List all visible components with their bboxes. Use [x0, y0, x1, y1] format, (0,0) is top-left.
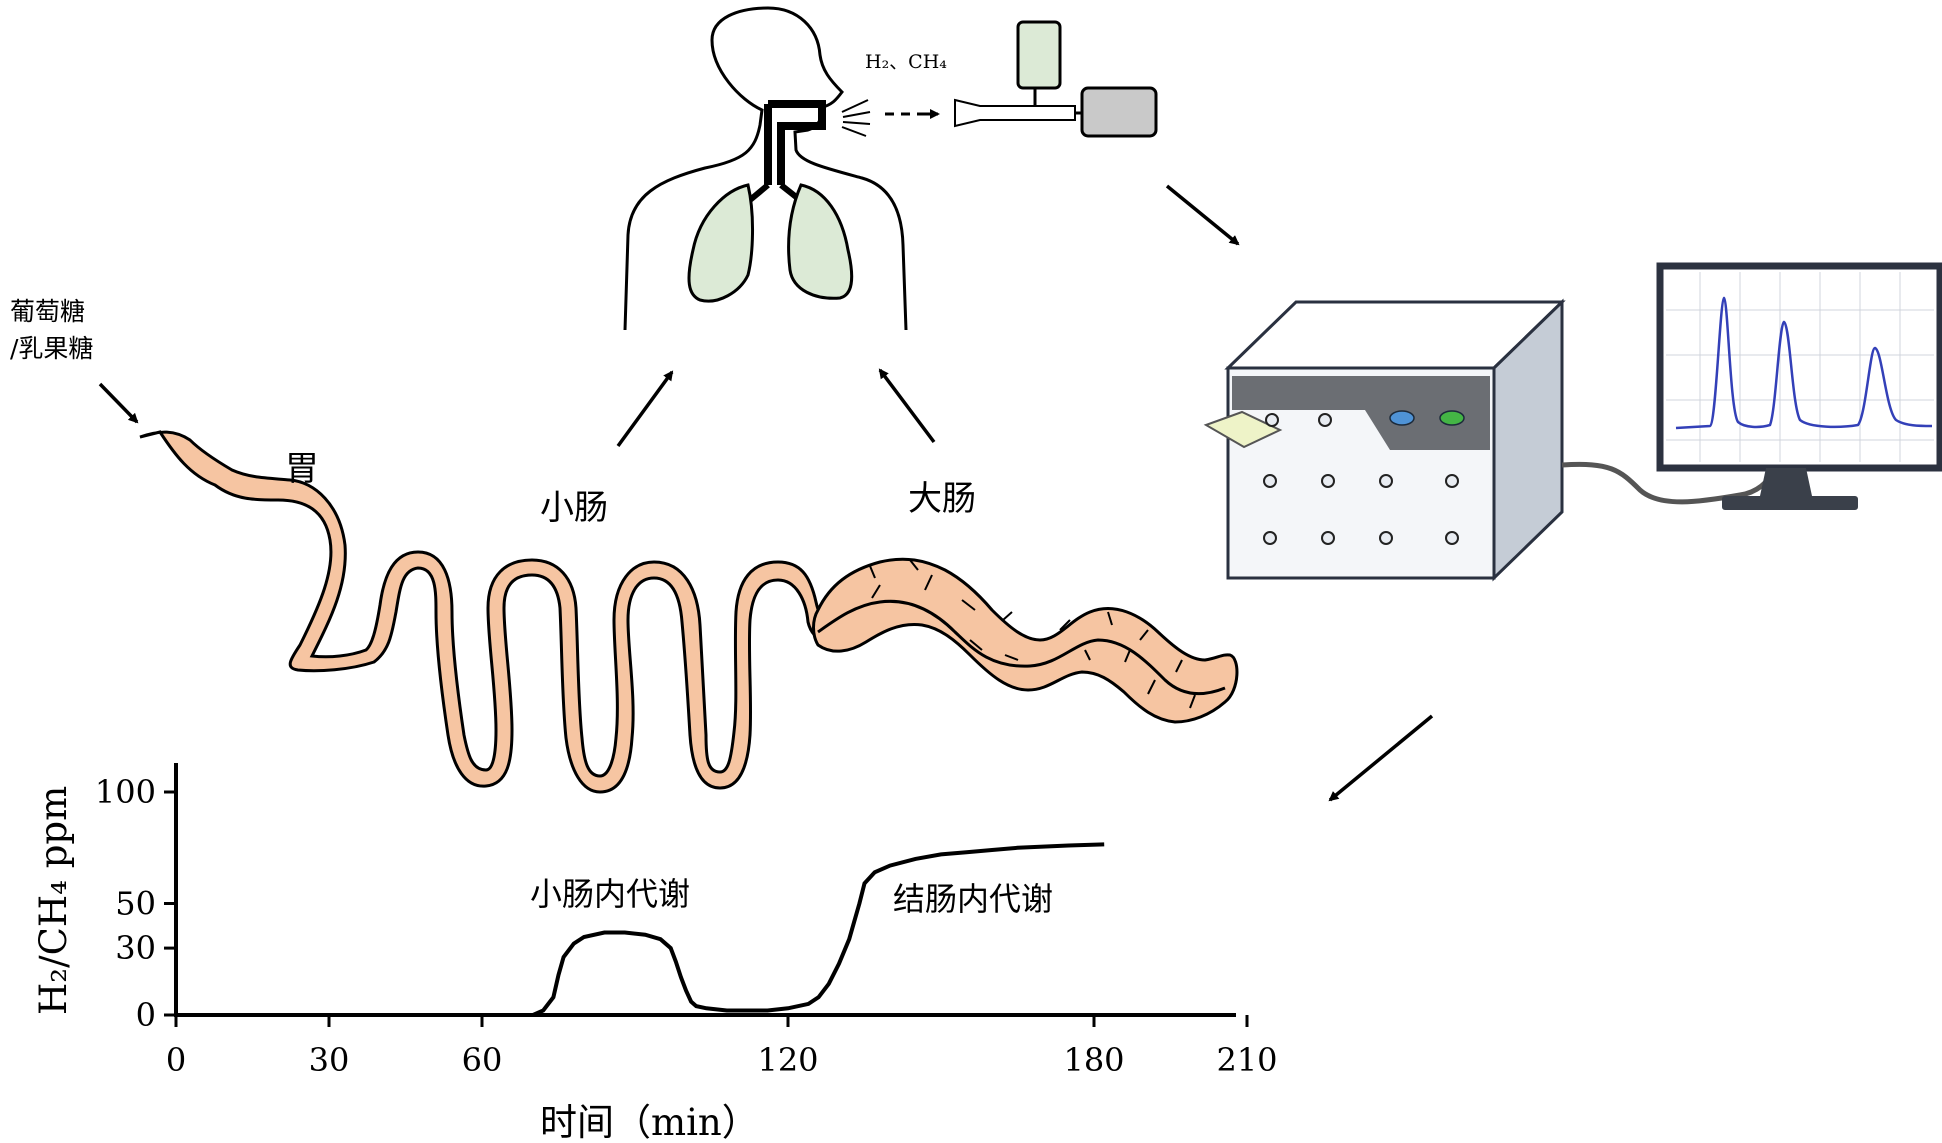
arrow-to-graph: [1328, 714, 1434, 802]
left-lung: [687, 183, 754, 303]
colon-haustra: [869, 559, 1196, 709]
analyzer-cable: [1561, 461, 1780, 505]
exhaled-breath-icon: [841, 99, 871, 137]
gases-label: H₂、CH₄: [865, 51, 947, 73]
x-tick-label: 30: [309, 1041, 350, 1079]
breath-curve-line: [482, 842, 1105, 1017]
small-intestine-label: 小肠: [540, 488, 608, 528]
breath-chart: 0 30 60 120 180 210 0 30 50 100 时间（min） H₂/CH₄ p…: [32, 763, 1278, 1143]
arrow-to-analyzer: [1165, 184, 1240, 246]
x-axis-label: 时间（min）: [540, 1101, 759, 1143]
y-tick-label: 30: [115, 929, 156, 967]
right-lung: [787, 183, 854, 300]
arrow-large-intestine-up: [878, 368, 936, 444]
arrow-small-intestine-up: [616, 370, 674, 448]
human-figure: [623, 6, 908, 331]
colon-inner-line: [817, 599, 1226, 695]
stomach-label: 胃: [285, 449, 319, 489]
annotation-small-intestine-metabolism: 小肠内代谢: [530, 875, 690, 913]
x-tick-label: 210: [1216, 1041, 1277, 1079]
y-tick-label: 50: [115, 885, 156, 923]
y-tick-label: 100: [95, 773, 156, 811]
x-tick-label: 180: [1063, 1041, 1124, 1079]
x-tick-label: 120: [757, 1041, 818, 1079]
colon: [812, 557, 1239, 724]
monitor-trace: [1675, 296, 1933, 430]
gas-analyzer: [1203, 298, 1566, 582]
analyzer-ports: [1263, 413, 1459, 545]
stomach-small-intestine: [139, 430, 850, 794]
large-intestine-label: 大肠: [908, 479, 976, 519]
y-axis-label: H₂/CH₄ ppm: [32, 786, 75, 1015]
breath-collection-device: [954, 20, 1158, 138]
monitor: [1656, 262, 1942, 510]
arrow-substrate-in: [98, 382, 139, 424]
substrate-label-line1: 葡萄糖: [10, 297, 85, 326]
y-tick-label: 0: [136, 996, 156, 1034]
x-tick-label: 0: [166, 1041, 186, 1079]
airway: [748, 100, 826, 203]
annotation-colon-metabolism: 结肠内代谢: [893, 880, 1053, 918]
substrate-label-line2: /乳果糖: [10, 334, 93, 363]
x-tick-label: 60: [462, 1041, 503, 1079]
